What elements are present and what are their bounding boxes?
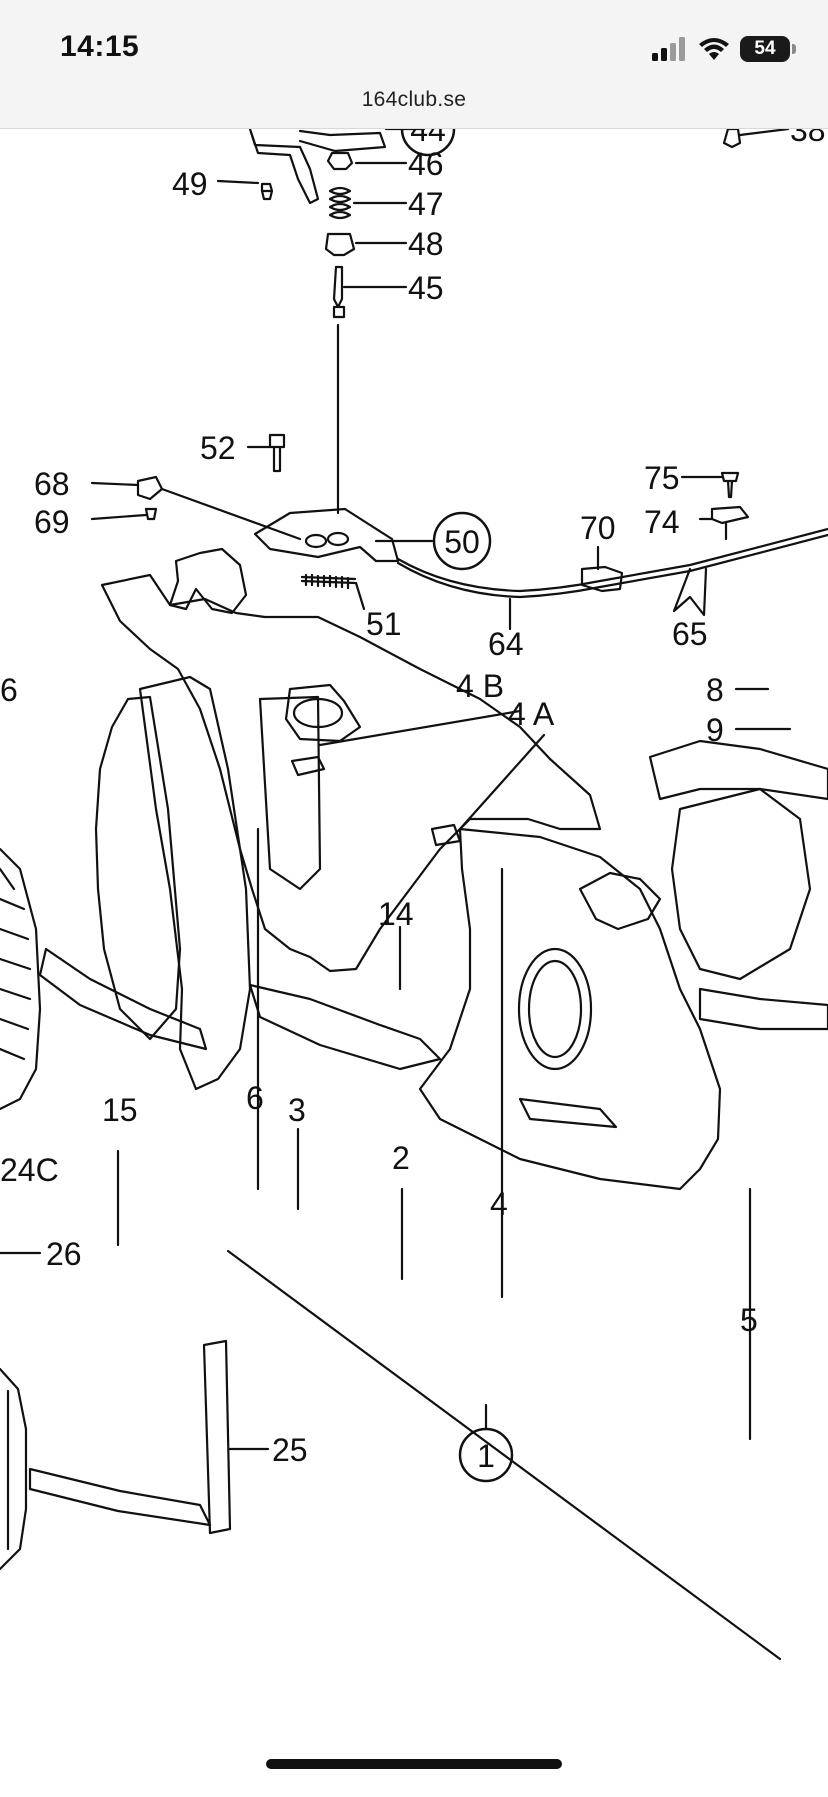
hood-catch-plate (253, 507, 400, 563)
callout-64: 64 (488, 626, 524, 662)
bracket-44-shape (248, 127, 320, 205)
parts-diagram-svg: 44 38 49 46 47 48 45 52 68 69 50 51 64 7… (0, 101, 828, 1661)
right-fender-part (648, 739, 828, 801)
callout-26: 26 (46, 1236, 82, 1272)
callout-45: 45 (408, 270, 444, 306)
callout-74: 74 (644, 504, 680, 540)
callout-3: 3 (288, 1092, 306, 1128)
callout-49: 49 (172, 166, 208, 202)
bracket-4b (258, 695, 322, 891)
callout-70: 70 (580, 510, 616, 546)
callout-1: 1 (477, 1438, 495, 1474)
cellular-signal-icon (652, 37, 685, 61)
status-icons: 54 (652, 34, 796, 64)
callout-4a: 4 A (508, 696, 555, 732)
battery-icon: 54 (740, 36, 796, 62)
frame-right-panel (418, 827, 722, 1191)
callout-68: 68 (34, 466, 70, 502)
clip-4b (290, 755, 326, 777)
callout-69: 69 (34, 504, 70, 540)
url-text[interactable]: 164club.se (361, 88, 467, 111)
status-time: 14:15 (60, 30, 140, 63)
lower-bracket-15 (38, 947, 208, 1051)
callout-75: 75 (644, 460, 680, 496)
callout-5: 5 (740, 1302, 758, 1338)
parts-diagram-image: 44 38 49 46 47 48 45 52 68 69 50 51 64 7… (0, 101, 828, 1792)
callout-48: 48 (408, 226, 444, 262)
bracket-44-plate (298, 129, 387, 153)
status-bar: 14:15 54 (0, 0, 828, 88)
callout-6: 6 (246, 1080, 264, 1116)
callout-47: 47 (408, 186, 444, 222)
address-bar[interactable]: 164club.se (0, 88, 828, 129)
callout-14: 14 (378, 896, 414, 932)
frame-left-upright (138, 675, 252, 1091)
callout-2: 2 (392, 1140, 410, 1176)
callout-38: 38 (790, 129, 826, 148)
callout-24c: 24C (0, 1152, 59, 1188)
callout-51: 51 (366, 606, 402, 642)
frame-left-side-panel (94, 695, 182, 1041)
callout-50: 50 (444, 524, 480, 560)
callout-9: 9 (706, 712, 724, 748)
callout-65: 65 (672, 616, 708, 652)
callout-4: 4 (490, 1186, 508, 1222)
strip-25 (202, 1339, 232, 1535)
frame-lower-crossmember (248, 983, 442, 1071)
callout-25: 25 (272, 1432, 308, 1468)
callout-8: 8 (706, 672, 724, 708)
callout-46: 46 (408, 146, 444, 182)
wifi-icon (699, 38, 729, 60)
callout-circle-50 (432, 511, 492, 571)
battery-level: 54 (754, 38, 776, 59)
callout-15: 15 (102, 1092, 138, 1128)
home-indicator[interactable] (266, 1759, 562, 1769)
callout-circle-1 (458, 1427, 514, 1483)
callout-6-left: 6 (0, 672, 18, 708)
callout-4b: 4 B (456, 668, 504, 704)
callout-52: 52 (200, 430, 236, 466)
